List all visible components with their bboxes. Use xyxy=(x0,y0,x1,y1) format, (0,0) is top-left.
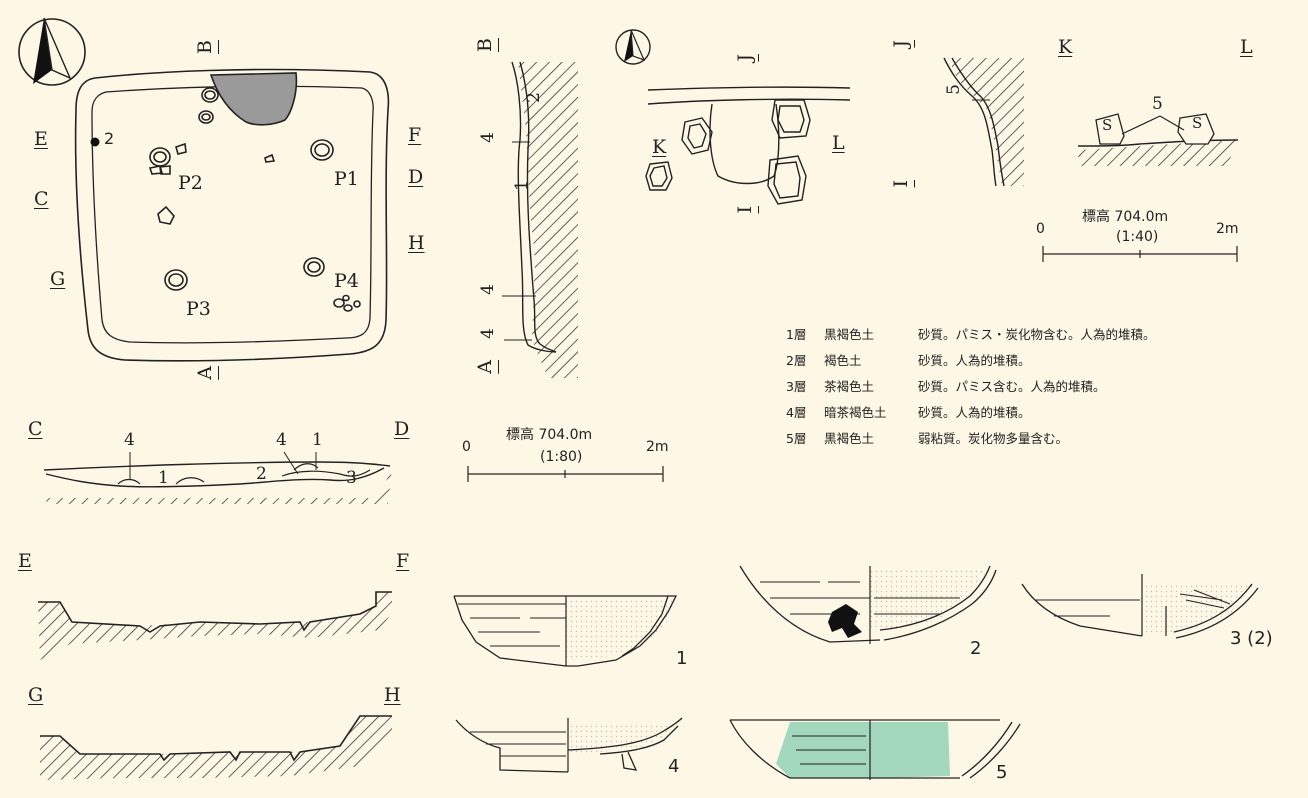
section-kl-layer-5: 5 xyxy=(1152,94,1163,114)
scale-bar-main xyxy=(467,466,664,482)
cd-layer-4b: 4 xyxy=(276,430,287,450)
section-gh-h: H xyxy=(384,684,401,706)
section-cd-c: C xyxy=(28,418,43,440)
ba-layer-4a: 4 xyxy=(478,132,498,143)
stone-label-2: S xyxy=(1192,114,1203,132)
scale-main-end: 2m xyxy=(646,439,669,455)
marker-a-plan: A xyxy=(194,366,216,380)
marker-b-plan: B xyxy=(194,40,216,54)
kamado-marker-l: L xyxy=(832,132,845,154)
section-k: K xyxy=(1058,36,1073,58)
scale-main-ratio: (1:80) xyxy=(540,449,583,465)
find-point-marker xyxy=(90,137,100,147)
legend-desc: 砂質。人為的堆積。 xyxy=(918,404,1031,420)
scale-detail-end: 2m xyxy=(1216,221,1239,237)
pit-plan xyxy=(74,68,390,362)
artifact-5-drawing xyxy=(729,719,1021,780)
legend-desc: 砂質。パミス含む。人為的堆積。 xyxy=(918,378,1106,394)
section-cd-d: D xyxy=(394,418,410,440)
find-label: 2 xyxy=(104,129,115,148)
legend-layer: 5層 xyxy=(786,430,807,446)
profile-marker-i: I xyxy=(890,180,912,188)
ba-layer-4c: 4 xyxy=(478,328,498,339)
kamado-marker-j: J xyxy=(734,54,756,62)
section-ef-f: F xyxy=(396,550,410,572)
legend-soil: 黒褐色土 xyxy=(824,430,875,446)
posthole-p3: P3 xyxy=(186,298,211,320)
legend-soil: 褐色土 xyxy=(824,352,862,368)
legend-layer: 4層 xyxy=(786,404,807,420)
section-gh xyxy=(40,715,392,780)
section-ef xyxy=(38,591,392,660)
marker-e: E xyxy=(34,128,48,150)
posthole-p1: P1 xyxy=(334,168,359,190)
kamado-section-kl xyxy=(1076,113,1239,166)
scale-bar-detail xyxy=(1042,246,1238,262)
legend-layer: 3層 xyxy=(786,378,807,394)
scale-main-elevation: 標高 704.0m xyxy=(506,427,593,443)
layer-legend: 1層黒褐色土砂質。パミス・炭化物含む。人為的堆積。 2層褐色土砂質。人為的堆積。… xyxy=(786,320,1156,450)
marker-h: H xyxy=(408,232,425,254)
artifact-label-4: 4 xyxy=(668,756,680,777)
artifact-label-2: 2 xyxy=(970,638,982,659)
marker-d: D xyxy=(408,166,424,188)
north-arrow-small-icon xyxy=(615,29,651,65)
ba-layer-4b: 4 xyxy=(478,284,498,295)
legend-row: 5層 黒褐色土 弱粘質。炭化物多量含む。 xyxy=(786,424,1156,450)
legend-row: 2層 褐色土 砂質。人為的堆積。 xyxy=(786,346,1156,372)
artifact-label-5: 5 xyxy=(996,762,1008,783)
artifact-1-drawing xyxy=(453,595,678,667)
north-arrow-icon xyxy=(18,17,86,86)
legend-layer: 1層 xyxy=(786,326,807,342)
kamado-plan xyxy=(645,86,851,205)
legend-row: 1層 黒褐色土 砂質。パミス・炭化物含む。人為的堆積。 xyxy=(786,320,1156,346)
section-ba xyxy=(502,61,578,378)
legend-desc: 砂質。人為的堆積。 xyxy=(918,352,1031,368)
kamado-marker-i: I xyxy=(734,206,756,214)
section-ba-a: A xyxy=(474,360,496,374)
legend-desc: 弱粘質。炭化物多量含む。 xyxy=(918,430,1069,446)
marker-g: G xyxy=(50,268,66,290)
scale-detail-zero: 0 xyxy=(1036,221,1045,237)
legend-row: 3層 茶褐色土 砂質。パミス含む。人為的堆積。 xyxy=(786,372,1156,398)
marker-c: C xyxy=(34,188,49,210)
legend-soil: 茶褐色土 xyxy=(824,378,875,394)
artifact-label-1: 1 xyxy=(676,648,688,669)
legend-desc: 砂質。パミス・炭化物含む。人為的堆積。 xyxy=(918,326,1156,342)
kamado-marker-k: K xyxy=(652,136,667,158)
posthole-p4: P4 xyxy=(334,270,359,292)
section-gh-g: G xyxy=(28,684,44,706)
artifact-3-drawing xyxy=(1021,574,1259,639)
legend-row: 4層 暗茶褐色土 砂質。人為的堆積。 xyxy=(786,398,1156,424)
stone-label-1: S xyxy=(1102,116,1113,134)
cd-layer-1b: 1 xyxy=(312,430,323,450)
kamado-profile xyxy=(943,57,1024,187)
legend-soil: 黒褐色土 xyxy=(824,326,875,342)
cd-layer-2: 2 xyxy=(256,464,267,484)
scale-detail-elevation: 標高 704.0m xyxy=(1082,209,1169,225)
artifact-label-3: 3 (2) xyxy=(1230,628,1273,649)
cd-layer-1a: 1 xyxy=(158,468,169,488)
cd-layer-3: 3 xyxy=(346,468,357,488)
section-cd xyxy=(43,451,392,504)
legend-layer: 2層 xyxy=(786,352,807,368)
section-ef-e: E xyxy=(18,550,32,572)
legend-soil: 暗茶褐色土 xyxy=(824,404,887,420)
section-ba-b: B xyxy=(474,38,496,52)
scale-detail-ratio: (1:40) xyxy=(1116,229,1159,245)
cd-layer-4a: 4 xyxy=(124,430,135,450)
profile-marker-j: J xyxy=(890,40,912,48)
section-l: L xyxy=(1240,36,1253,58)
scale-main-zero: 0 xyxy=(462,439,471,455)
artifact-2-drawing xyxy=(739,565,997,644)
marker-f: F xyxy=(408,124,422,146)
artifact-4-drawing xyxy=(455,717,683,773)
ba-layer-1: 1 xyxy=(512,180,532,191)
ba-layer-2: 2 xyxy=(524,92,544,103)
profile-layer-5: 5 xyxy=(944,84,964,95)
posthole-p2: P2 xyxy=(178,172,203,194)
